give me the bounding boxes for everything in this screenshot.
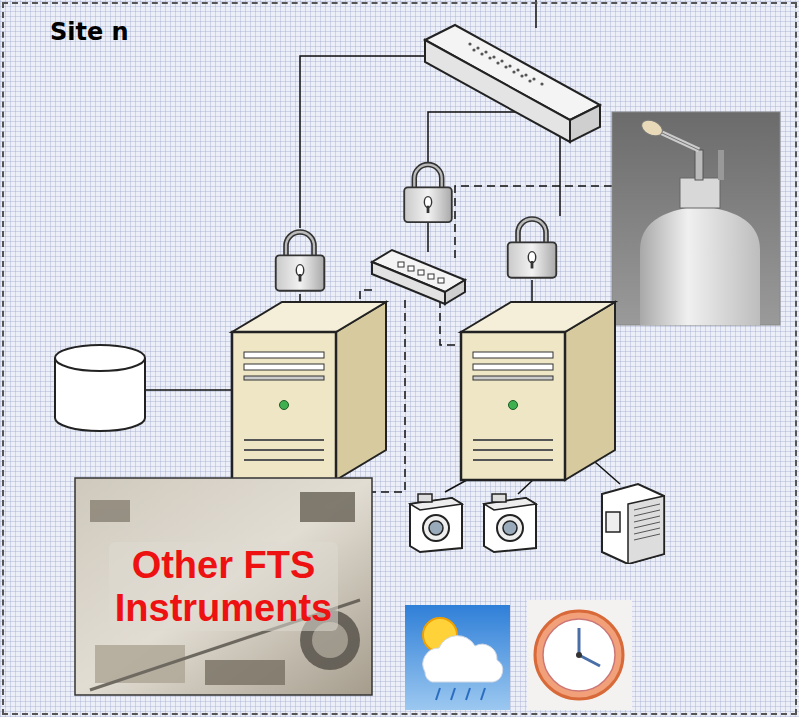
instrument-photo-box: Other FTS Instruments bbox=[75, 478, 372, 695]
site-title: Site n bbox=[50, 18, 129, 46]
instrument-label: Other FTS Instruments bbox=[109, 542, 338, 631]
